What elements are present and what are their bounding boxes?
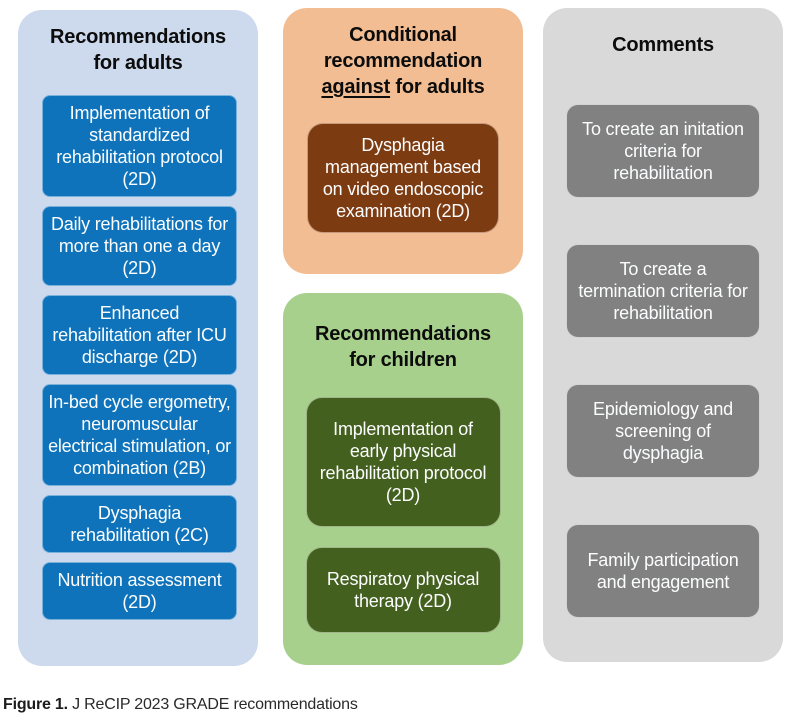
figure-caption-label: Figure 1. <box>3 696 68 713</box>
adults-recommendation-box: Dysphagia rehabilitation (2C) <box>42 495 237 553</box>
adults-box-list: Implementation of standardized rehabilit… <box>42 95 237 620</box>
against-recommendation-box: Dysphagia management based on video endo… <box>307 123 499 233</box>
adults-panel-title: Recommendations for adults <box>50 26 226 74</box>
comments-box-list: To create an initation criteria for reha… <box>566 104 760 618</box>
children-recommendation-box: Respiratoy physical therapy (2D) <box>305 547 501 633</box>
figure-caption: Figure 1. J ReCIP 2023 GRADE recommendat… <box>3 696 358 714</box>
adults-recommendation-box: Nutrition assessment (2D) <box>42 562 237 620</box>
comment-box: To create a termination criteria for reh… <box>566 244 760 338</box>
children-recommendation-box: Implementation of early physical rehabil… <box>305 397 501 527</box>
against-panel-title: Conditional recommendation against for a… <box>296 8 510 100</box>
comment-box: Family participation and engagement <box>566 524 760 618</box>
against-title-prefix: Conditional recommendation <box>323 24 483 72</box>
children-box-list: Implementation of early physical rehabil… <box>305 397 501 633</box>
panel-comments: Comments To create an initation criteria… <box>543 8 783 662</box>
comment-box: Epidemiology and screening of dysphagia <box>566 384 760 478</box>
children-panel-title: Recommendations for children <box>315 323 491 371</box>
adults-recommendation-box: In-bed cycle ergometry, neuromuscular el… <box>42 384 237 486</box>
adults-recommendation-box: Enhanced rehabilitation after ICU discha… <box>42 295 237 375</box>
comments-panel-title: Comments <box>612 34 714 56</box>
against-title-suffix: for adults <box>390 76 485 98</box>
adults-recommendation-box: Implementation of standardized rehabilit… <box>42 95 237 197</box>
figure-caption-text: J ReCIP 2023 GRADE recommendations <box>67 696 358 713</box>
panel-recommendations-adults: Recommendations for adults Implementatio… <box>18 10 258 666</box>
panel-recommendations-children: Recommendations for children Implementat… <box>283 293 523 665</box>
adults-recommendation-box: Daily rehabilitations for more than one … <box>42 206 237 286</box>
panel-conditional-against-adults: Conditional recommendation against for a… <box>283 8 523 274</box>
comment-box: To create an initation criteria for reha… <box>566 104 760 198</box>
against-title-underlined-word: against <box>321 76 391 98</box>
